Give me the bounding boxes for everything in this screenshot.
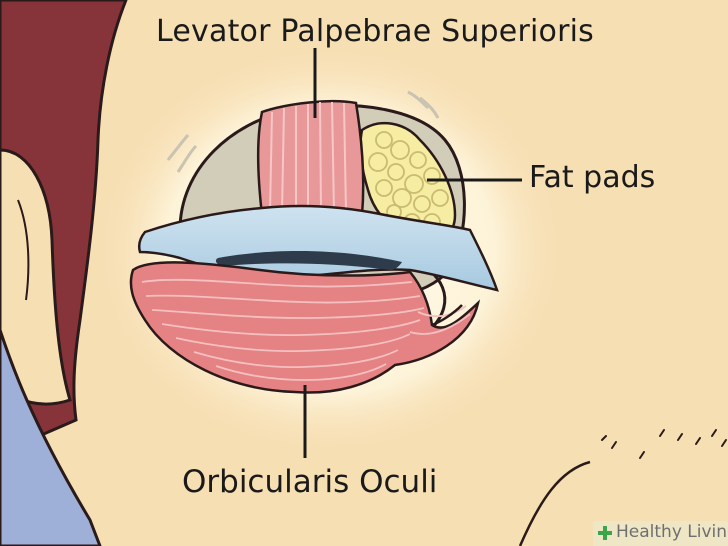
levator-muscle-fibers bbox=[269, 101, 347, 213]
brow-crease-right-2 bbox=[407, 90, 430, 110]
label-fat-pads: Fat pads bbox=[529, 160, 656, 195]
orbicularis-curl bbox=[431, 304, 463, 327]
eye-slit bbox=[215, 251, 402, 270]
watermark-text: Healthy Living bbox=[616, 522, 728, 542]
stubble bbox=[601, 429, 727, 459]
ear bbox=[0, 148, 72, 406]
watermark: Healthy Living bbox=[593, 521, 728, 546]
jaw-line bbox=[518, 460, 591, 546]
brow-crease-right bbox=[419, 96, 440, 119]
ear-fold bbox=[17, 199, 30, 301]
levator-muscle bbox=[256, 99, 365, 217]
shirt bbox=[0, 329, 102, 546]
label-levator-palpebrae-superioris: Levator Palpebrae Superioris bbox=[156, 14, 594, 49]
orbicularis-muscle-fibers bbox=[141, 278, 471, 381]
plus-icon bbox=[598, 526, 612, 540]
brow-crease-left bbox=[166, 134, 190, 161]
orbicularis-muscle bbox=[129, 261, 481, 394]
brow-crease-left-2 bbox=[176, 144, 198, 173]
label-orbicularis-oculi: Orbicularis Oculi bbox=[182, 464, 438, 500]
